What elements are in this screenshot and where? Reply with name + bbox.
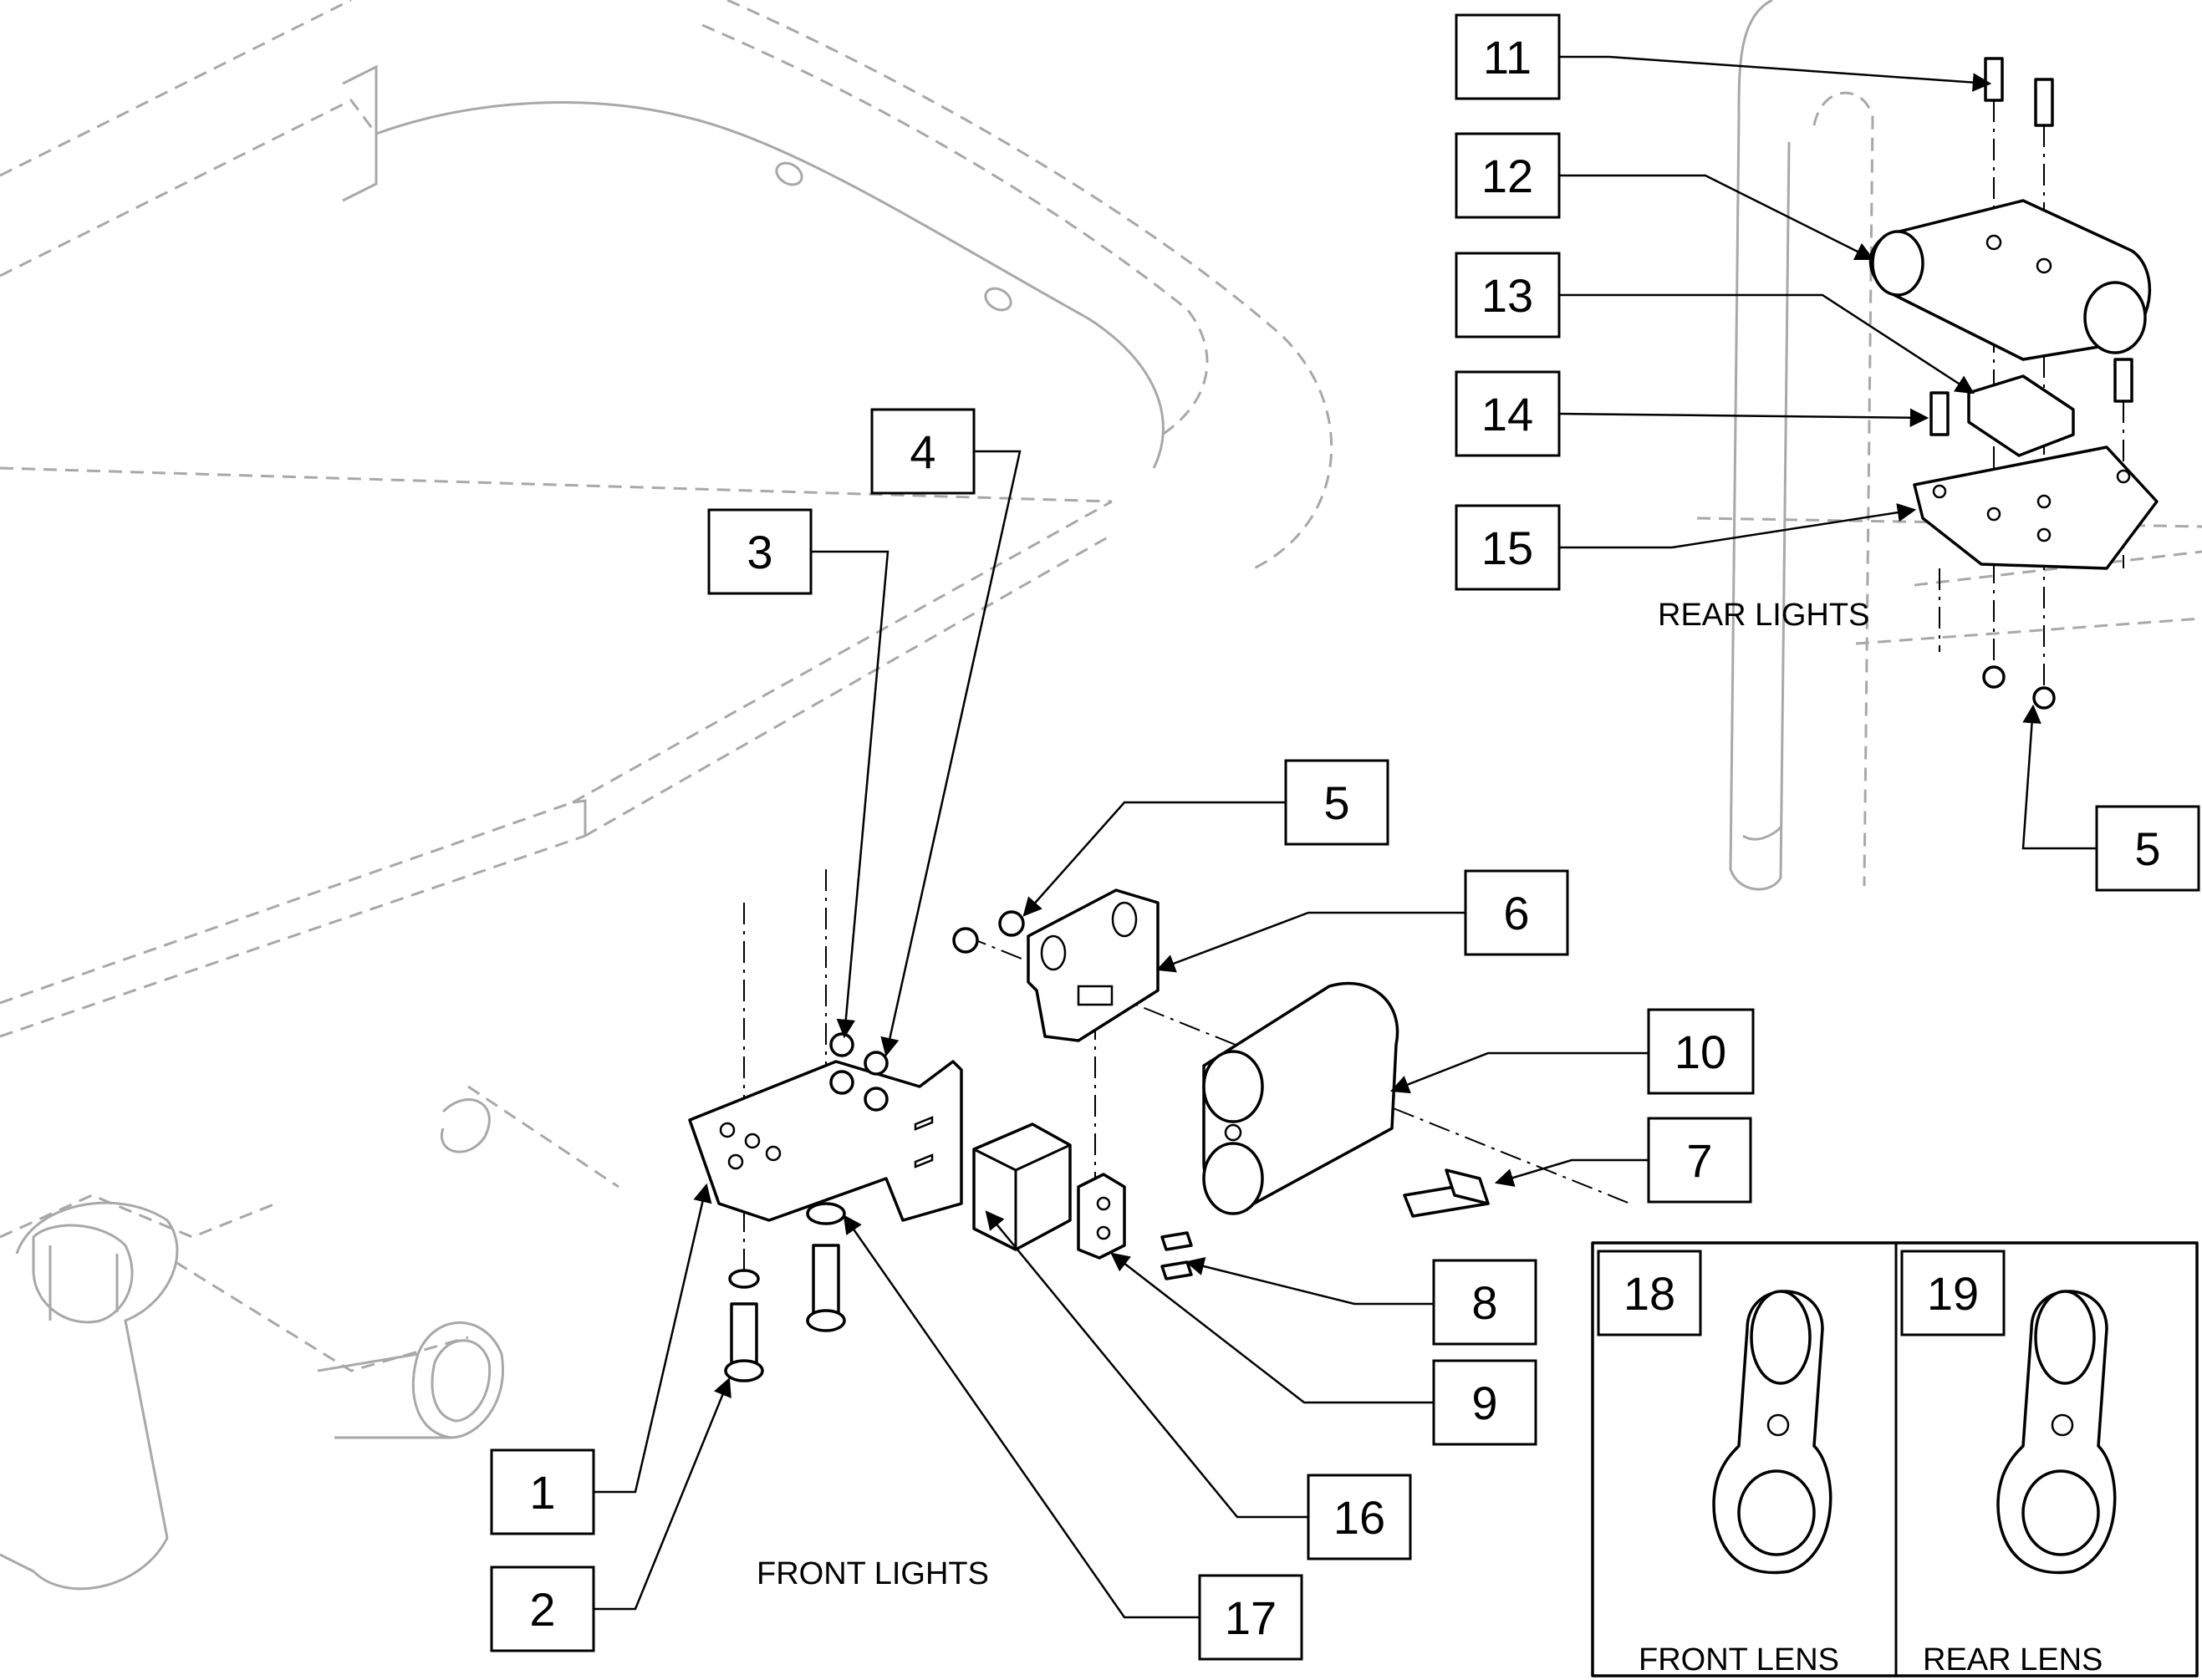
- callout-label: 3: [747, 526, 772, 578]
- callout-3: 3: [707, 508, 813, 595]
- callout-label: 8: [1471, 1276, 1497, 1329]
- callout-label: 4: [910, 425, 935, 478]
- callout-15: 15: [1455, 504, 1561, 591]
- chassis-frame-outline: [0, 0, 1333, 1591]
- front-lens-drawing: [1712, 1290, 1832, 1575]
- callout-label: 10: [1674, 1026, 1726, 1078]
- front-mount-screws: [724, 1202, 846, 1382]
- rear-light-nuts: [1982, 665, 2056, 710]
- callout-label: 11: [1483, 31, 1532, 84]
- leader-lines: [552, 55, 2097, 1619]
- rear-light-housing: [1868, 199, 2152, 361]
- callout-label: 2: [529, 1583, 555, 1636]
- front-nuts-top: [952, 910, 1025, 954]
- front-light-spacer-plate: [1077, 1173, 1126, 1260]
- callout-1: 1: [490, 1448, 595, 1535]
- callout-label: 19: [1927, 1267, 1979, 1320]
- callout-label: 15: [1481, 522, 1533, 574]
- callout-8: 8: [1432, 1259, 1537, 1346]
- front-housing-screws: [1160, 1168, 1490, 1280]
- callout-label: 5: [1323, 776, 1349, 829]
- callout-19: 19: [1900, 1250, 2006, 1336]
- callout-label: 12: [1481, 150, 1533, 202]
- callout-label: 18: [1623, 1267, 1675, 1320]
- callout-11: 11: [1455, 13, 1561, 100]
- callout-5-rear: 5: [2095, 805, 2200, 892]
- callout-label: 6: [1503, 887, 1529, 939]
- rear-lens-caption: REAR LENS: [1923, 1642, 2103, 1677]
- rear-lens-drawing: [1996, 1290, 2117, 1575]
- callout-5-front: 5: [1284, 759, 1389, 846]
- callout-label: 5: [2134, 822, 2160, 875]
- rear-light-spacer-block: [1967, 374, 2075, 457]
- front-light-clamp-block: [1027, 888, 1160, 1042]
- rear-tube-outline: [1696, 0, 2202, 891]
- callout-4: 4: [870, 408, 976, 495]
- callout-16: 16: [1307, 1474, 1412, 1560]
- callout-14: 14: [1455, 370, 1561, 457]
- callout-13: 13: [1455, 252, 1561, 339]
- rear-light-mount-plate: [1913, 445, 2159, 570]
- front-light-block: [972, 1123, 1072, 1251]
- front-light-mount-bracket: [688, 1060, 963, 1222]
- callout-label: 1: [529, 1466, 555, 1519]
- callout-label: 17: [1225, 1591, 1277, 1644]
- callout-label: 7: [1686, 1134, 1712, 1187]
- callout-17: 17: [1198, 1574, 1303, 1661]
- callout-label: 14: [1481, 388, 1533, 440]
- front-lens-caption: FRONT LENS: [1639, 1642, 1839, 1677]
- front-nuts-washers: [829, 1032, 889, 1112]
- callout-2: 2: [490, 1565, 595, 1652]
- callout-label: 9: [1471, 1377, 1497, 1429]
- callout-18: 18: [1597, 1250, 1702, 1336]
- rear-lights-caption: REAR LIGHTS: [1658, 598, 1869, 633]
- rear-light-screws: [1929, 57, 2133, 436]
- callout-6: 6: [1464, 869, 1569, 956]
- callout-12: 12: [1455, 132, 1561, 219]
- callout-label: 16: [1333, 1491, 1385, 1544]
- callout-7: 7: [1647, 1117, 1752, 1204]
- callout-label: 13: [1481, 269, 1533, 322]
- front-lights-caption: FRONT LIGHTS: [757, 1556, 989, 1591]
- callout-10: 10: [1647, 1008, 1755, 1095]
- front-light-housing: [1202, 981, 1399, 1215]
- callout-9: 9: [1432, 1359, 1537, 1446]
